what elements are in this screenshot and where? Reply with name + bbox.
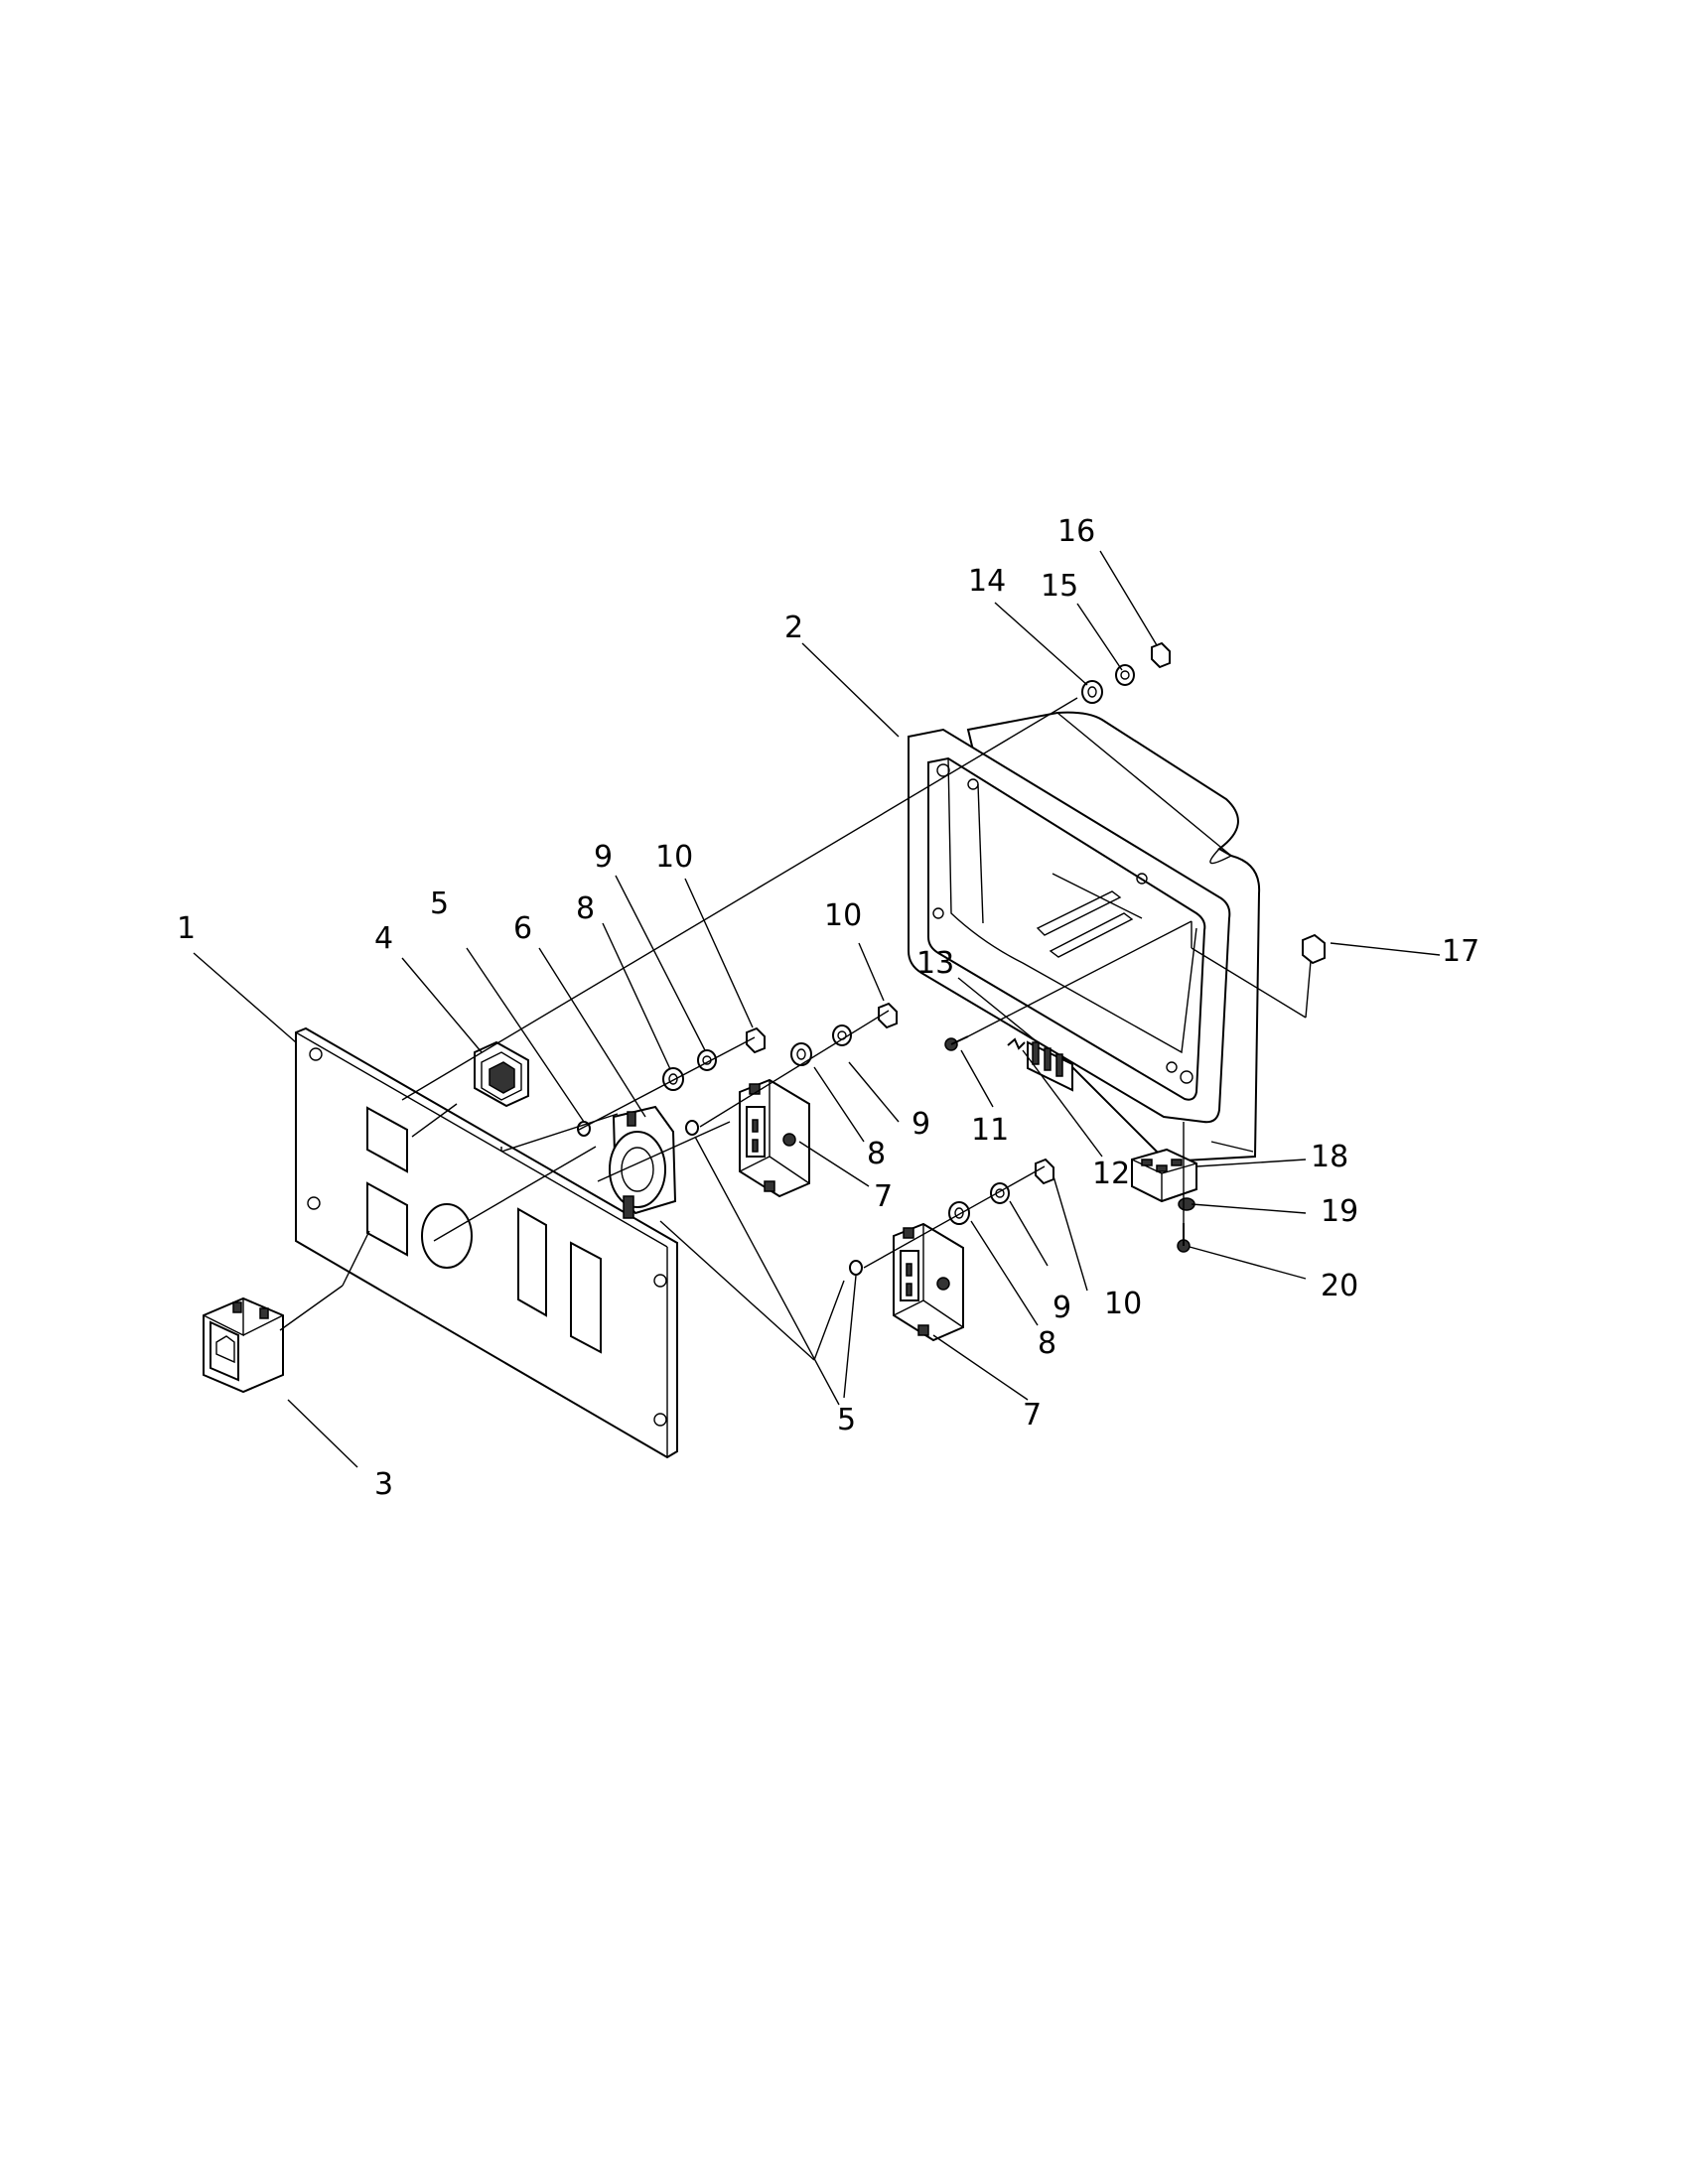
callout-18: 18 (1311, 1140, 1348, 1174)
callout-11: 11 (971, 1113, 1009, 1148)
callout-17: 17 (1442, 934, 1479, 969)
callout-19: 19 (1321, 1194, 1358, 1229)
front-panel (295, 1026, 678, 1459)
terminal-strip (1027, 1040, 1073, 1092)
hardware (577, 641, 1326, 1276)
callout-10b: 10 (824, 898, 862, 933)
callout-5a: 5 (430, 887, 449, 921)
callout-9a: 9 (594, 840, 613, 875)
duplex-receptacle-lower (893, 1222, 964, 1342)
control-box-housing (908, 711, 1261, 1163)
callout-13: 13 (916, 946, 954, 981)
callout-10c: 10 (1104, 1287, 1142, 1321)
callout-7a: 7 (874, 1179, 893, 1214)
callout-5b: 5 (837, 1403, 856, 1437)
callout-6: 6 (513, 911, 532, 946)
callout-8c: 8 (1038, 1326, 1056, 1361)
callout-8b: 8 (867, 1137, 886, 1171)
callout-14: 14 (968, 564, 1006, 599)
callout-labels: 1 2 3 4 5 5 6 7 7 8 8 8 9 9 9 10 10 10 1… (177, 514, 1479, 1502)
duplex-receptacle-upper (739, 1078, 810, 1198)
small-receptacle (474, 1040, 529, 1108)
callout-12: 12 (1092, 1157, 1130, 1191)
callout-7b: 7 (1023, 1398, 1042, 1433)
callout-3: 3 (374, 1467, 393, 1502)
callout-16: 16 (1057, 514, 1095, 549)
callout-10a: 10 (655, 840, 693, 875)
callout-15: 15 (1041, 569, 1078, 604)
callout-9c: 9 (1052, 1291, 1071, 1325)
callout-9b: 9 (912, 1107, 930, 1142)
callout-2: 2 (784, 611, 803, 645)
callout-20: 20 (1321, 1269, 1358, 1303)
rocker-switch (203, 1297, 284, 1394)
assembly-lines (279, 697, 1312, 1361)
leader-lines (193, 550, 1441, 1468)
twist-lock-receptacle (609, 1105, 677, 1219)
callout-4: 4 (374, 921, 393, 956)
callout-8a: 8 (576, 891, 595, 926)
terminal-block (1131, 1148, 1197, 1203)
callout-1: 1 (177, 911, 196, 946)
